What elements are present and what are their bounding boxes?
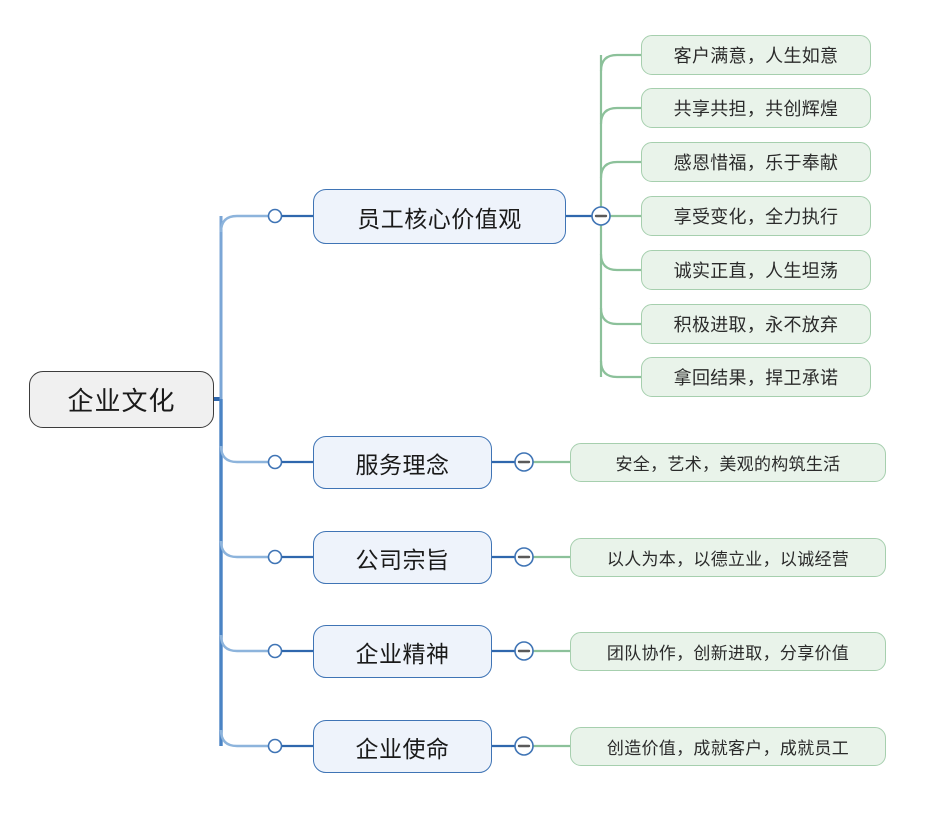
trunk-elbow-2 [219,445,268,464]
trunk-elbow-4 [219,634,268,653]
leaf-node-value-2[interactable]: 共享共担，共创辉煌 [641,88,871,128]
leaf-node-value-5[interactable]: 诚实正直，人生坦荡 [641,250,871,290]
leaf-elbow-1-3 [599,160,641,179]
branch-node-service-philosophy[interactable]: 服务理念 [313,436,492,489]
branch-node-enterprise-spirit[interactable]: 企业精神 [313,625,492,678]
branch-node-enterprise-mission[interactable]: 企业使命 [313,720,492,773]
trunk-elbow-1 [219,214,268,233]
branch-bullet-icon-3[interactable] [267,549,283,565]
leaf-elbow-1-6 [599,307,641,326]
leaf-elbow-1-5 [599,253,641,272]
branch-bullet-icon-1[interactable] [267,208,283,224]
leaf-node-value-6[interactable]: 积极进取，永不放弃 [641,304,871,344]
branch-node-company-purpose[interactable]: 公司宗旨 [313,531,492,584]
leaf-node-value-7[interactable]: 拿回结果，捍卫承诺 [641,357,871,397]
branch-bullet-icon-5[interactable] [267,738,283,754]
leaf-elbow-1-2 [599,106,641,125]
leaf-node-enterprise-spirit-1[interactable]: 团队协作，创新进取，分享价值 [570,632,886,671]
leaf-node-value-3[interactable]: 感恩惜福，乐于奉献 [641,142,871,182]
trunk-elbow-3 [219,540,268,559]
branch-bullet-icon-4[interactable] [267,643,283,659]
branch-bullet-icon-2[interactable] [267,454,283,470]
leaf-node-company-purpose-1[interactable]: 以人为本，以德立业，以诚经营 [570,538,886,577]
leaf-node-value-1[interactable]: 客户满意，人生如意 [641,35,871,75]
branch-node-employee-core-values[interactable]: 员工核心价值观 [313,189,566,244]
leaf-node-value-4[interactable]: 享受变化，全力执行 [641,196,871,236]
root-node[interactable]: 企业文化 [29,371,214,428]
leaf-node-enterprise-mission-1[interactable]: 创造价值，成就客户，成就员工 [570,727,886,766]
leaf-elbow-1-1 [599,53,641,72]
leaf-elbow-1-7 [599,360,641,379]
trunk-elbow-5 [219,729,268,748]
leaf-node-service-philosophy-1[interactable]: 安全，艺术，美观的构筑生活 [570,443,886,482]
